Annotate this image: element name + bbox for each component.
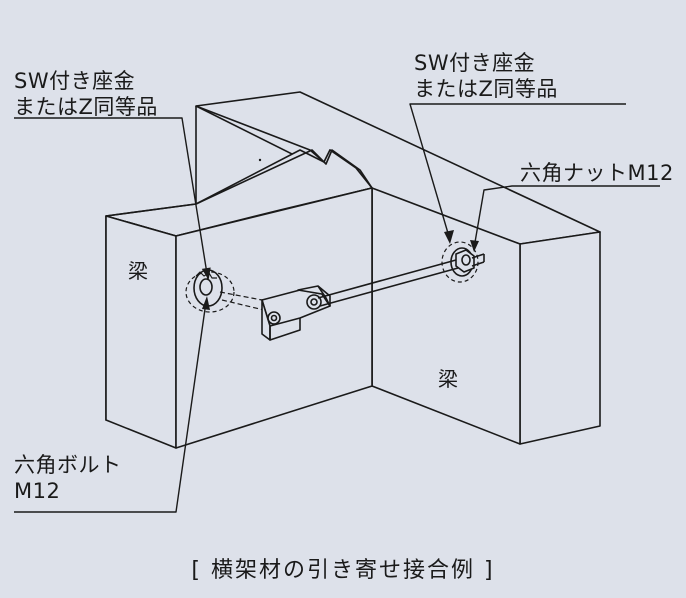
right-washer-dashed [441, 241, 479, 283]
right-beam-end-face [519, 231, 601, 445]
left-beam-outline [105, 215, 177, 449]
leader-lines [14, 103, 660, 513]
label-line: 六角ボルト [14, 453, 122, 477]
label-hex-bolt: 六角ボルト M12 [14, 452, 122, 504]
label-beam-left: 梁 [128, 259, 149, 283]
leader-sw-right [409, 103, 626, 241]
label-sw-washer-right: SW付き座金 またはZ同等品 [414, 50, 558, 102]
right-washer-group [441, 241, 485, 283]
label-line: SW付き座金 [414, 51, 536, 75]
label-line: またはZ同等品 [414, 77, 558, 101]
leader-bolt [14, 301, 207, 513]
label-hex-nut: 六角ナットM12 [520, 161, 674, 185]
label-beam-right: 梁 [438, 367, 459, 391]
left-washer-inner [199, 278, 213, 296]
figure-caption: [ 横架材の引き寄せ接合例 ] [191, 558, 495, 583]
leader-sw-left [14, 117, 209, 281]
left-hole-dashed [185, 271, 235, 313]
right-beam [195, 91, 601, 445]
label-line: SW付き座金 [14, 69, 136, 93]
hex-nut-shape [455, 249, 475, 273]
label-line: M12 [14, 479, 61, 503]
label-line: またはZ同等品 [14, 95, 158, 119]
leader-nut [473, 185, 660, 249]
connector-bracket [261, 285, 331, 341]
label-sw-washer-left: SW付き座金 またはZ同等品 [14, 68, 158, 120]
